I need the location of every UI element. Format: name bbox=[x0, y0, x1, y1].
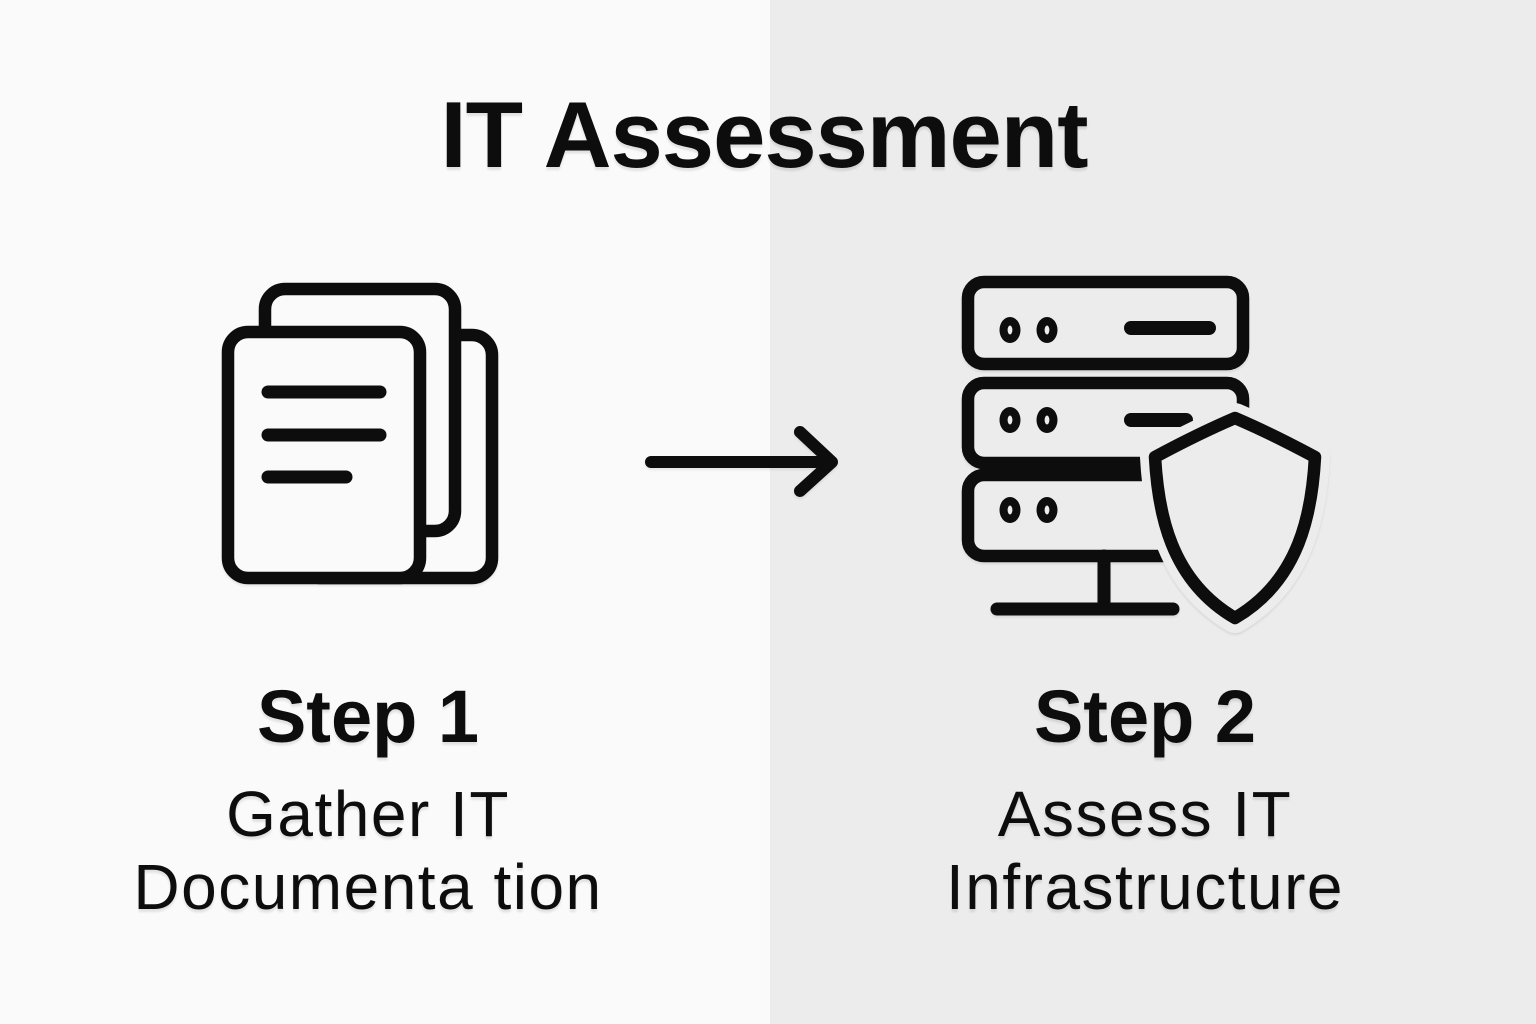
step-1-label: Step 1 bbox=[256, 675, 480, 758]
step-1-description: Gather IT Documenta tion bbox=[133, 778, 603, 923]
shield-icon bbox=[1140, 403, 1330, 633]
documents-icon bbox=[221, 282, 499, 585]
step-2-description: Assess IT Infrastructure bbox=[945, 778, 1345, 923]
step-2-column: Step 2 Assess IT Infrastructure bbox=[768, 680, 1522, 924]
server-shield-icon bbox=[961, 275, 1330, 633]
page-title: IT Assessment bbox=[440, 82, 1088, 187]
step-2-label: Step 2 bbox=[1033, 675, 1257, 758]
step-1-column: Step 1 Gather IT Documenta tion bbox=[0, 680, 736, 924]
arrow-right-icon bbox=[645, 426, 838, 497]
